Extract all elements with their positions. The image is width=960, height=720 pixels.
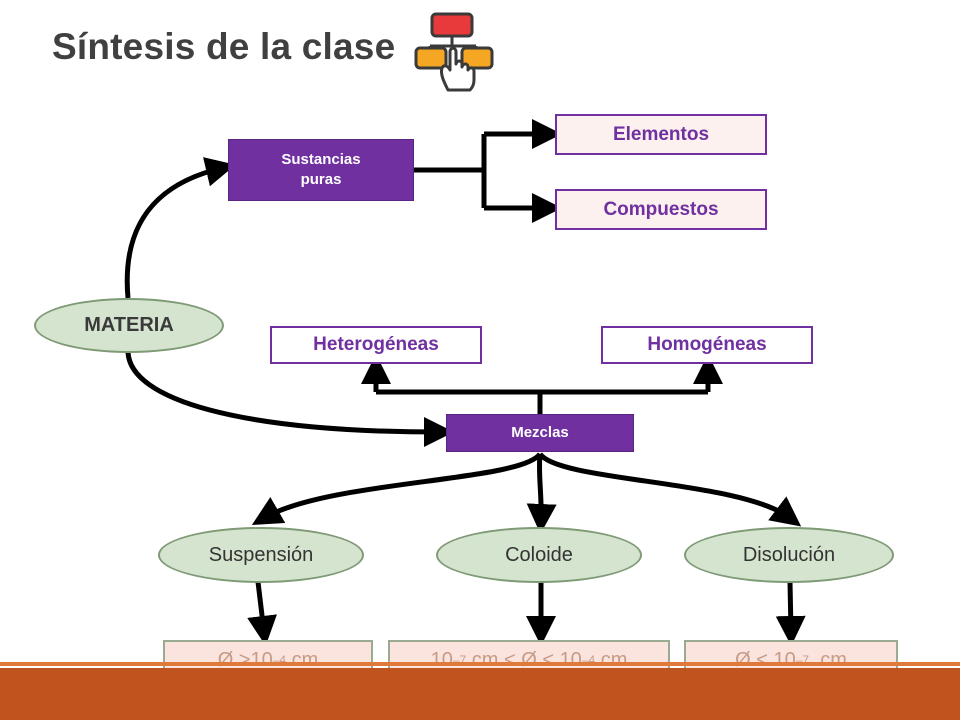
- link-suspension-size: [247, 581, 277, 646]
- link-materia-sustancias: [124, 157, 236, 299]
- mezclas-node: Mezclas: [446, 414, 634, 452]
- mezclas-label: Mezclas: [511, 423, 569, 441]
- link-materia-mezclas: [125, 351, 454, 447]
- page-title: Síntesis de la clase: [52, 26, 396, 67]
- coloide-label: Coloide: [505, 543, 573, 566]
- sustancias-puras-label: Sustancias puras: [281, 150, 361, 188]
- link-to-suspension: [251, 452, 543, 525]
- footer-accent-line: [0, 662, 960, 666]
- disolucion-label: Disolución: [742, 543, 836, 566]
- homogeneas-label: Homogéneas: [647, 334, 767, 355]
- heterogeneas-label: Heterogéneas: [313, 334, 439, 355]
- coloide-node: Coloide: [436, 527, 642, 583]
- elementos-label: Elementos: [612, 123, 710, 145]
- disolucion-node: Disolución: [684, 527, 894, 583]
- flowchart-hand-icon: [412, 12, 502, 97]
- materia-node: MATERIA: [34, 298, 224, 353]
- link-to-coloide: [526, 453, 557, 534]
- homogeneas-node: Homogéneas: [601, 326, 813, 364]
- compuestos-node: Compuestos: [555, 189, 767, 230]
- compuestos-label: Compuestos: [603, 198, 719, 220]
- heterogeneas-node: Heterogéneas: [270, 326, 482, 364]
- suspension-label: Suspensión: [208, 543, 314, 566]
- materia-label: MATERIA: [84, 314, 174, 336]
- sustancias-puras-node: Sustancias puras: [228, 139, 414, 201]
- link-disolucion-size: [775, 581, 806, 646]
- link-to-disolucion: [537, 452, 802, 527]
- link-sustancias-bracket: [414, 134, 487, 208]
- elementos-node: Elementos: [555, 114, 767, 155]
- suspension-node: Suspensión: [158, 527, 364, 583]
- link-mezclas-bracket: [376, 389, 708, 414]
- footer-bar: [0, 668, 960, 720]
